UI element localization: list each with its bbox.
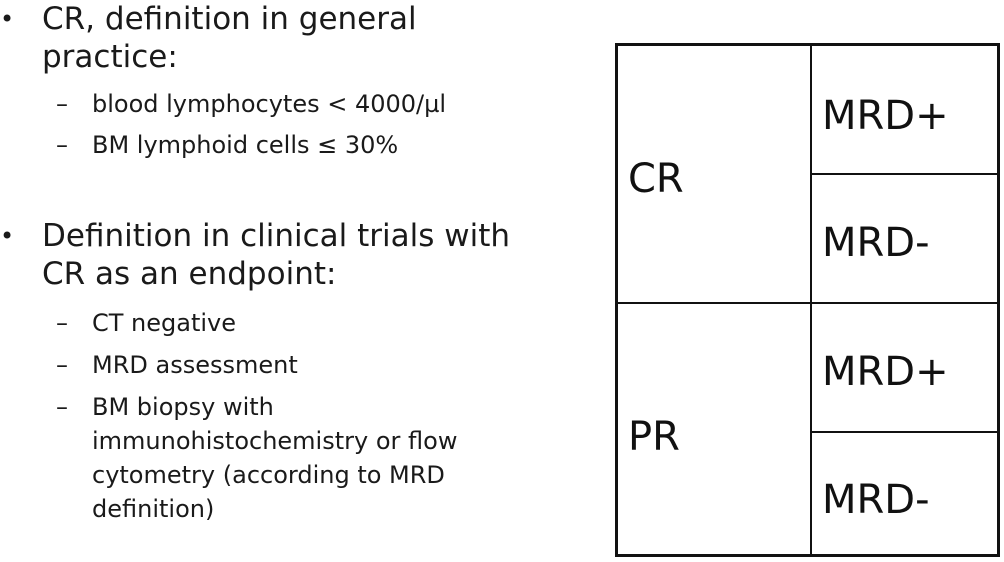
sub-bullet-glyph: – xyxy=(56,131,68,159)
sub-item-text: MRD assessment xyxy=(92,351,298,379)
response-table: CR PR MRD+ MRD- MRD+ MRD- xyxy=(615,43,1000,557)
cell-cr-mrd-positive: MRD+ xyxy=(822,93,949,139)
cell-cr-mrd-negative: MRD- xyxy=(822,220,930,266)
cell-pr-mrd-positive: MRD+ xyxy=(822,349,949,395)
sub-item-text: BM biopsy with immunohistochemistry or f… xyxy=(92,393,458,523)
sub-item-text: blood lymphocytes < 4000/µl xyxy=(92,90,447,118)
bullet-text: Definition in clinical trials with CR as… xyxy=(42,218,511,292)
bullet-glyph: • xyxy=(0,222,15,250)
cell-cr: CR xyxy=(628,156,684,202)
bullet-text: CR, definition in general practice: xyxy=(42,1,417,75)
sub-bullet-glyph: – xyxy=(56,90,68,118)
table-divider-cr-mrd xyxy=(810,173,997,175)
sub-item-text: BM lymphoid cells ≤ 30% xyxy=(92,131,399,159)
cell-pr: PR xyxy=(628,414,680,460)
bullet-glyph: • xyxy=(0,5,15,33)
sub-bullet-glyph: – xyxy=(56,393,68,421)
table-divider-pr-mrd xyxy=(810,431,997,433)
sub-bullet-glyph: – xyxy=(56,309,68,337)
sub-item-text: CT negative xyxy=(92,309,237,337)
table-divider-vertical xyxy=(810,46,812,554)
sub-bullet-glyph: – xyxy=(56,351,68,379)
table-divider-horizontal xyxy=(618,302,997,304)
cell-pr-mrd-negative: MRD- xyxy=(822,477,930,523)
